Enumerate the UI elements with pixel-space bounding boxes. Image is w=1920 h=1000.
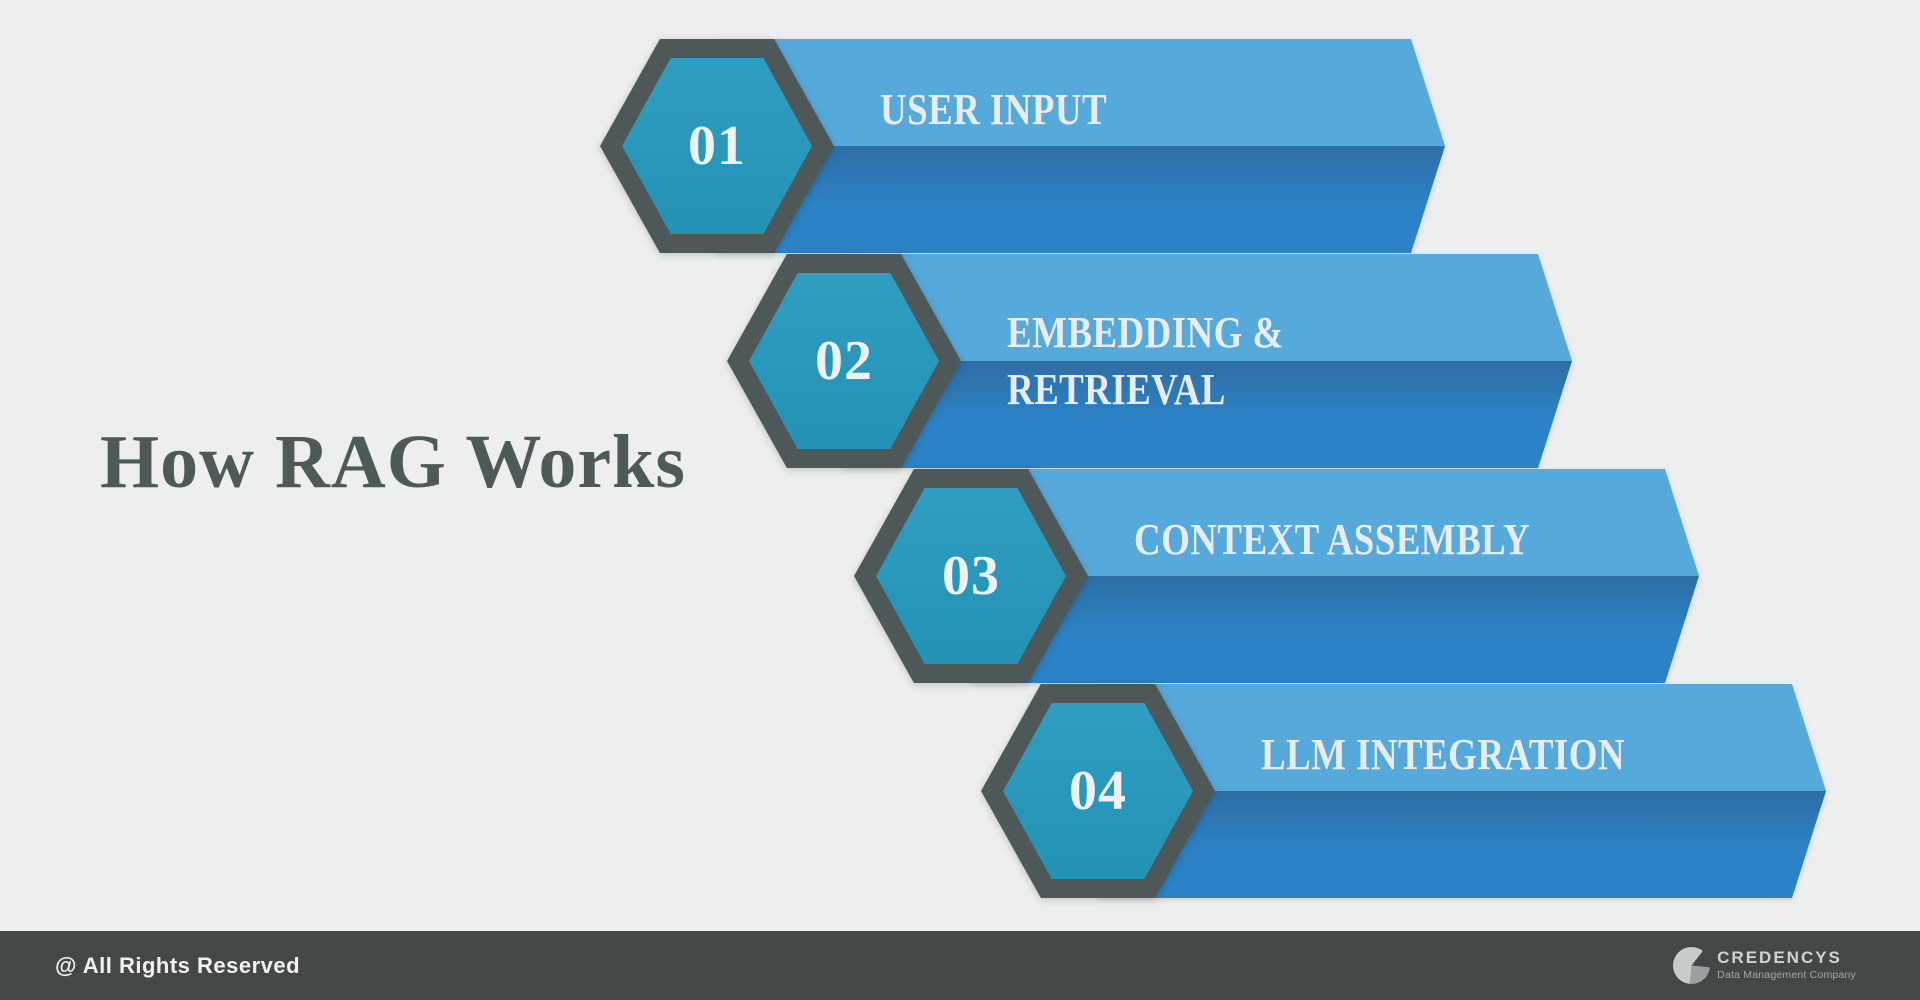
banner-front-face xyxy=(971,576,1699,683)
hexagon-border: 02 xyxy=(727,254,961,468)
hexagon-fill: 01 xyxy=(622,58,812,234)
credencys-logo-icon xyxy=(1673,947,1711,984)
step-number-badge: 03 xyxy=(854,469,1088,683)
hexagon-border: 03 xyxy=(854,469,1088,683)
step-label-line1: EMBEDDING & xyxy=(1007,308,1284,357)
banner-front-face xyxy=(1098,791,1826,898)
brand-tagline: Data Management Company xyxy=(1717,969,1856,981)
step-label: USER INPUT xyxy=(880,39,1150,146)
step-llm-integration: LLM INTEGRATION 04 xyxy=(981,684,1826,898)
step-label-line1: CONTEXT ASSEMBLY xyxy=(1134,515,1530,564)
hexagon-fill: 02 xyxy=(749,273,939,449)
step-label: CONTEXT ASSEMBLY xyxy=(1134,469,1605,576)
hexagon-border: 01 xyxy=(600,39,834,253)
step-banner: LLM INTEGRATION xyxy=(1098,684,1826,898)
banner-front-face xyxy=(844,361,1572,468)
credencys-logo: CREDENCYS Data Management Company xyxy=(1673,931,1856,1000)
step-number-badge: 04 xyxy=(981,684,1215,898)
logo-text-block: CREDENCYS Data Management Company xyxy=(1717,949,1856,982)
step-user-input: USER INPUT 01 xyxy=(600,39,1445,253)
step-label: LLM INTEGRATION xyxy=(1261,684,1694,791)
banner-top-face xyxy=(844,254,1572,361)
step-number-badge: 02 xyxy=(727,254,961,468)
hexagon-fill: 03 xyxy=(876,488,1066,664)
page-title: How RAG Works xyxy=(100,420,686,504)
step-banner: USER INPUT xyxy=(717,39,1445,253)
brand-name: CREDENCYS xyxy=(1717,948,1842,967)
step-label: EMBEDDING & RETRIEVAL xyxy=(1007,254,1336,468)
step-number: 04 xyxy=(1069,760,1127,822)
step-number: 02 xyxy=(815,330,873,392)
step-banner: CONTEXT ASSEMBLY xyxy=(971,469,1699,683)
step-number: 03 xyxy=(942,545,1000,607)
banner-ribbon-shape: LLM INTEGRATION xyxy=(1098,684,1826,898)
step-label-line1: LLM INTEGRATION xyxy=(1261,730,1625,779)
banner-top-face xyxy=(971,469,1699,576)
banner-ribbon-shape: CONTEXT ASSEMBLY xyxy=(971,469,1699,683)
step-label-line1: USER INPUT xyxy=(880,85,1108,134)
footer-bar: @ All Rights Reserved CREDENCYS Data Man… xyxy=(0,931,1920,1000)
banner-top-face xyxy=(717,39,1445,146)
step-number-badge: 01 xyxy=(600,39,834,253)
step-embedding-retrieval: EMBEDDING & RETRIEVAL 02 xyxy=(727,254,1572,468)
banner-ribbon-shape: USER INPUT xyxy=(717,39,1445,253)
step-label-line2: RETRIEVAL xyxy=(1007,365,1226,414)
hexagon-border: 04 xyxy=(981,684,1215,898)
step-context-assembly: CONTEXT ASSEMBLY 03 xyxy=(854,469,1699,683)
banner-top-face xyxy=(1098,684,1826,791)
step-number: 01 xyxy=(688,115,746,177)
banner-front-face xyxy=(717,146,1445,253)
step-banner: EMBEDDING & RETRIEVAL xyxy=(844,254,1572,468)
hexagon-fill: 04 xyxy=(1003,703,1193,879)
copyright-text: @ All Rights Reserved xyxy=(55,952,301,978)
banner-ribbon-shape: EMBEDDING & RETRIEVAL xyxy=(844,254,1572,468)
